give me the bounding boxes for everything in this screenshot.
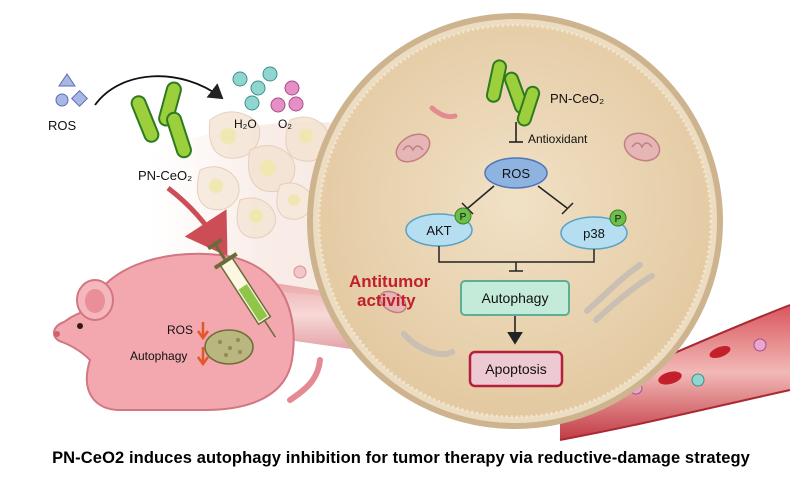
ros-label: ROS bbox=[48, 118, 77, 133]
ros-particles bbox=[55, 73, 88, 107]
nanorods-left bbox=[130, 81, 192, 159]
ros-node-label: ROS bbox=[502, 166, 531, 181]
apoptosis-box bbox=[468, 350, 564, 388]
antitumor-line2: activity bbox=[357, 291, 416, 310]
ros-node bbox=[484, 157, 548, 189]
p38-phospho-label: P bbox=[615, 214, 622, 225]
nanorods-cell bbox=[485, 59, 541, 127]
ros-to-p38-inhibition bbox=[537, 185, 574, 215]
small-vesicle bbox=[429, 105, 458, 120]
ros-to-akt-inhibition bbox=[461, 185, 495, 215]
p38-node-label: p38 bbox=[583, 226, 605, 241]
cell-dot bbox=[293, 265, 307, 279]
apoptosis-box-label: Apoptosis bbox=[485, 361, 546, 377]
figure-caption: PN-CeO2 induces autophagy inhibition for… bbox=[52, 449, 750, 467]
mouse-ros-label: ROS bbox=[167, 323, 193, 337]
conversion-arrow bbox=[94, 75, 224, 106]
akt-node-label: AKT bbox=[426, 223, 451, 238]
kinase-to-autophagy-inhibition bbox=[438, 246, 595, 272]
autophagy-box-label: Autophagy bbox=[482, 290, 549, 306]
tumor-cell-cluster bbox=[196, 111, 330, 239]
mouse bbox=[53, 252, 323, 411]
ros-down-arrow bbox=[196, 322, 210, 341]
antitumor-line1: Antitumor bbox=[349, 272, 431, 291]
antioxidant-label: Antioxidant bbox=[528, 132, 588, 146]
antioxidant-inhibition bbox=[509, 122, 523, 143]
p38-phospho-badge bbox=[609, 209, 627, 227]
endoplasmic-reticulum bbox=[401, 262, 655, 357]
tumor-cell bbox=[307, 13, 723, 429]
syringe bbox=[207, 238, 276, 338]
pn-ceo2-label-cell: PN-CeO₂ bbox=[550, 91, 604, 106]
akt-phospho-badge bbox=[454, 207, 472, 225]
autophagy-down-arrow bbox=[196, 347, 210, 367]
pn-ceo2-label-left: PN-CeO₂ bbox=[138, 168, 192, 183]
h2o-label: H₂O bbox=[234, 117, 257, 131]
autophagy-box bbox=[460, 280, 570, 316]
mitochondria bbox=[379, 132, 661, 314]
product-molecules bbox=[232, 66, 304, 113]
mouse-autophagy-label: Autophagy bbox=[130, 349, 187, 363]
diagram-canvas: ROS PN-CeO₂ H₂O O₂ ROS Autophagy bbox=[48, 13, 791, 441]
akt-phospho-label: P bbox=[460, 212, 467, 223]
o2-label: O₂ bbox=[278, 117, 292, 131]
